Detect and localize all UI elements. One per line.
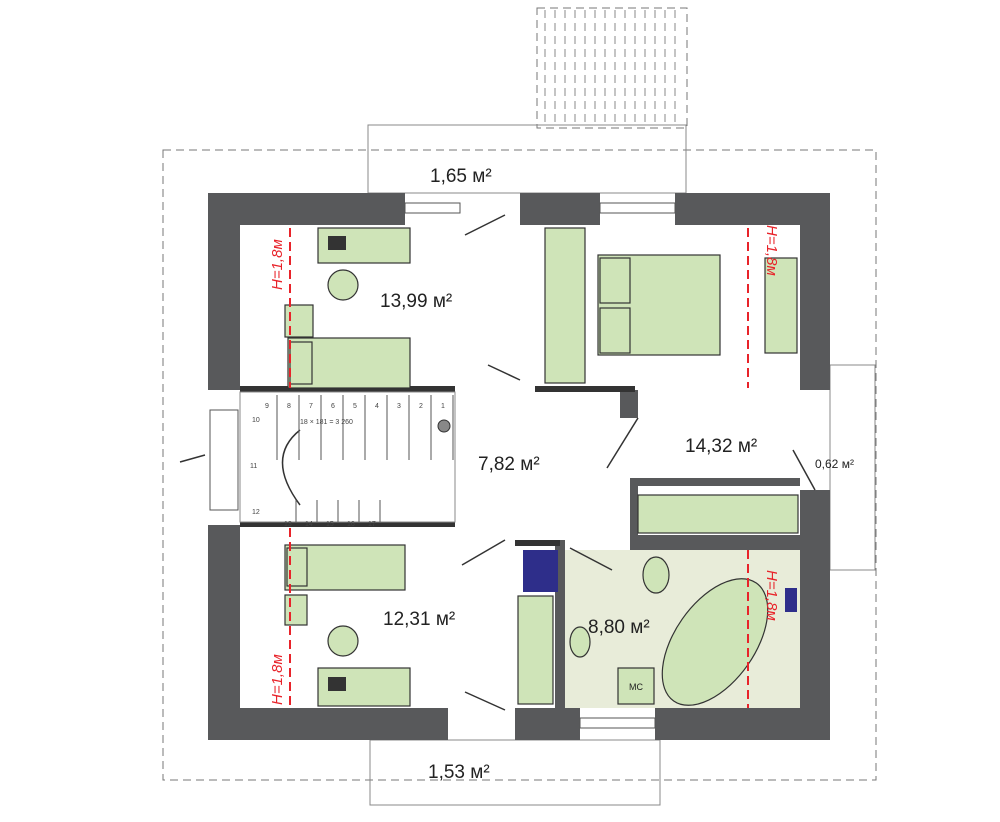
area-bedroom-bottom-left: 12,31 м² — [383, 609, 455, 630]
stair-step-number: 6 — [331, 403, 335, 410]
stair-step-number: 11 — [250, 463, 257, 470]
stair-step-number: 4 — [375, 403, 379, 410]
ceiling-height-label: H=1,8м — [269, 239, 286, 290]
balcony-top-railing — [367, 124, 687, 194]
stair-step-number: 3 — [397, 403, 401, 410]
bedroom-right-furniture — [544, 227, 799, 534]
bedroom-bottom-left-furniture — [284, 544, 411, 707]
area-bathroom: 8,80 м² — [588, 617, 650, 638]
stair-step-number: 15 — [326, 521, 334, 528]
area-bedroom-top-left: 13,99 м² — [380, 291, 452, 312]
area-hall: 7,82 м² — [478, 454, 540, 475]
stair-formula: 18 × 181 = 3 260 — [300, 419, 353, 426]
area-balcony-top: 1,65 м² — [430, 166, 492, 187]
ceiling-height-label: H=1,8м — [763, 225, 780, 276]
stair-step-number: 13 — [284, 521, 292, 528]
window — [209, 409, 239, 511]
balcony-bottom-railing — [369, 739, 661, 806]
stair-step-number: 14 — [305, 521, 313, 528]
stair-step-number: 2 — [419, 403, 423, 410]
stair-step-number: 12 — [252, 509, 260, 516]
stair-step-number: 17 — [368, 521, 376, 528]
pergola-top — [536, 7, 688, 129]
stair-step-number: 10 — [252, 417, 260, 424]
balcony-right-railing — [829, 364, 876, 571]
stair-step-number: 7 — [309, 403, 313, 410]
ceiling-height-lines: H=1,8м H=1,8м H=1,8м H=1,8м — [269, 225, 780, 708]
doors — [179, 214, 816, 711]
area-balcony-right: 0,62 м² — [815, 457, 854, 471]
stair-step-number: 16 — [347, 521, 355, 528]
bedroom-top-left-furniture — [284, 227, 411, 389]
bathroom-furniture: МС — [517, 550, 797, 706]
area-balcony-bottom: 1,53 м² — [428, 762, 490, 783]
area-bedroom-right: 14,32 м² — [685, 436, 757, 457]
stair-step-number: 8 — [287, 403, 291, 410]
ceiling-height-label: H=1,8м — [269, 654, 286, 705]
window — [579, 717, 656, 729]
window — [599, 202, 676, 214]
stair-step-number: 9 — [265, 403, 269, 410]
window — [404, 202, 461, 214]
roof-outline — [162, 149, 877, 781]
walls — [208, 193, 830, 740]
stair-step-number: 1 — [441, 403, 445, 410]
bathroom-fixture-label: МС — [629, 682, 643, 692]
ceiling-height-label: H=1,8м — [763, 570, 780, 621]
stair-step-number: 5 — [353, 403, 357, 410]
